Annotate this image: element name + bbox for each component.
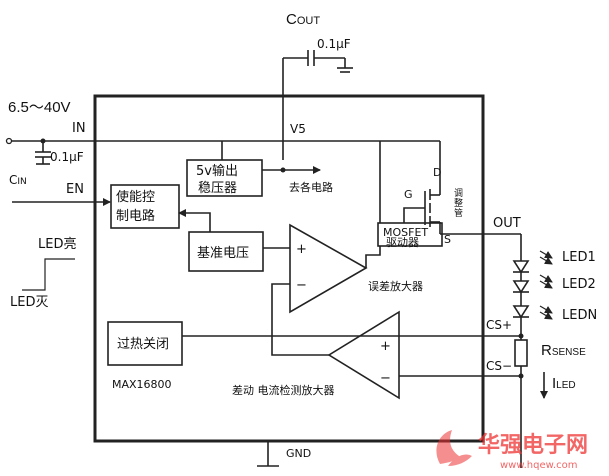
rsense-label: RSENSE [541,342,586,359]
led2-diode [512,280,530,294]
switch-label-1: 调 [454,188,463,199]
thermal-box [107,321,183,366]
regulator-box [186,159,263,197]
chip-outline [93,94,485,443]
v5-label: V5 [290,122,306,136]
pin-s: S [444,233,451,246]
cout-label: COUT [286,11,320,28]
cout-value: 0.1μF [317,37,351,51]
enable-l1: 使能控 [116,189,155,205]
led1-label: LED1 [562,250,596,265]
mos-l1: MOSFET [383,226,428,239]
led-off-label: LED灭 [10,295,48,310]
watermark-text: 华强电子网 [478,432,588,458]
in-terminal [5,137,13,145]
pin-d: D [433,166,441,179]
ca-label: 差动 电流检测放大器 [232,383,335,397]
ea-feedback [271,283,329,356]
ref-label: 基准电压 [197,246,249,261]
led-emission-arrows [539,250,553,320]
switch-label-2: 整 [454,197,463,209]
ca-minus: − [380,371,391,386]
cin-value: 0.1μF [50,150,84,164]
ref-to-enable [178,209,211,232]
ea-label: 误差放大器 [368,279,423,293]
to-circuits: 去各电路 [289,180,333,194]
led1-diode [512,260,530,274]
ca-plus: + [380,339,391,354]
cout-capacitor [283,50,353,73]
thermal-label: 过热关闭 [117,337,169,352]
cs-plus-label: CS+ [486,318,512,332]
en-pin: EN [66,182,84,197]
chip-name: MAX16800 [112,378,172,391]
watermark-url: www.hqew.com [500,460,577,471]
error-amplifier [289,223,368,314]
cin-label: CIN [9,173,27,187]
rsense-resistor [514,339,528,367]
current-sense-amplifier [327,310,400,400]
switch-label-3: 管 [454,207,463,219]
en-pulse [22,258,75,291]
pin-g: G [404,188,413,201]
led2-label: LED2 [562,277,596,292]
cin-capacitor [35,141,51,165]
gnd-label: GND [286,447,311,460]
cs-minus-node [518,373,524,379]
v5-node [280,167,286,173]
iled-label: ILED [552,375,576,392]
watermark-logo [436,430,472,466]
reg-l2: 稳压器 [198,180,237,196]
ledn-label: LEDN [562,308,597,323]
mos-l2: 驱动器 [386,236,419,249]
out-pin: OUT [493,216,521,231]
vin-range: 6.5～40V [8,99,71,116]
enable-l2: 制电路 [116,208,155,224]
led-on-label: LED亮 [38,236,76,252]
cs-plus-node [518,333,524,339]
cs-minus-label: CS− [486,359,512,373]
reg-l1: 5v输出 [196,163,238,179]
ea-to-driver [365,245,381,268]
mosfet-switch [403,141,441,234]
enable-control-box [110,184,180,229]
in-pin: IN [72,121,86,136]
ea-plus: + [296,242,307,257]
ledn-diode [512,305,530,319]
ea-minus: − [296,278,307,293]
reference-box [188,231,264,272]
